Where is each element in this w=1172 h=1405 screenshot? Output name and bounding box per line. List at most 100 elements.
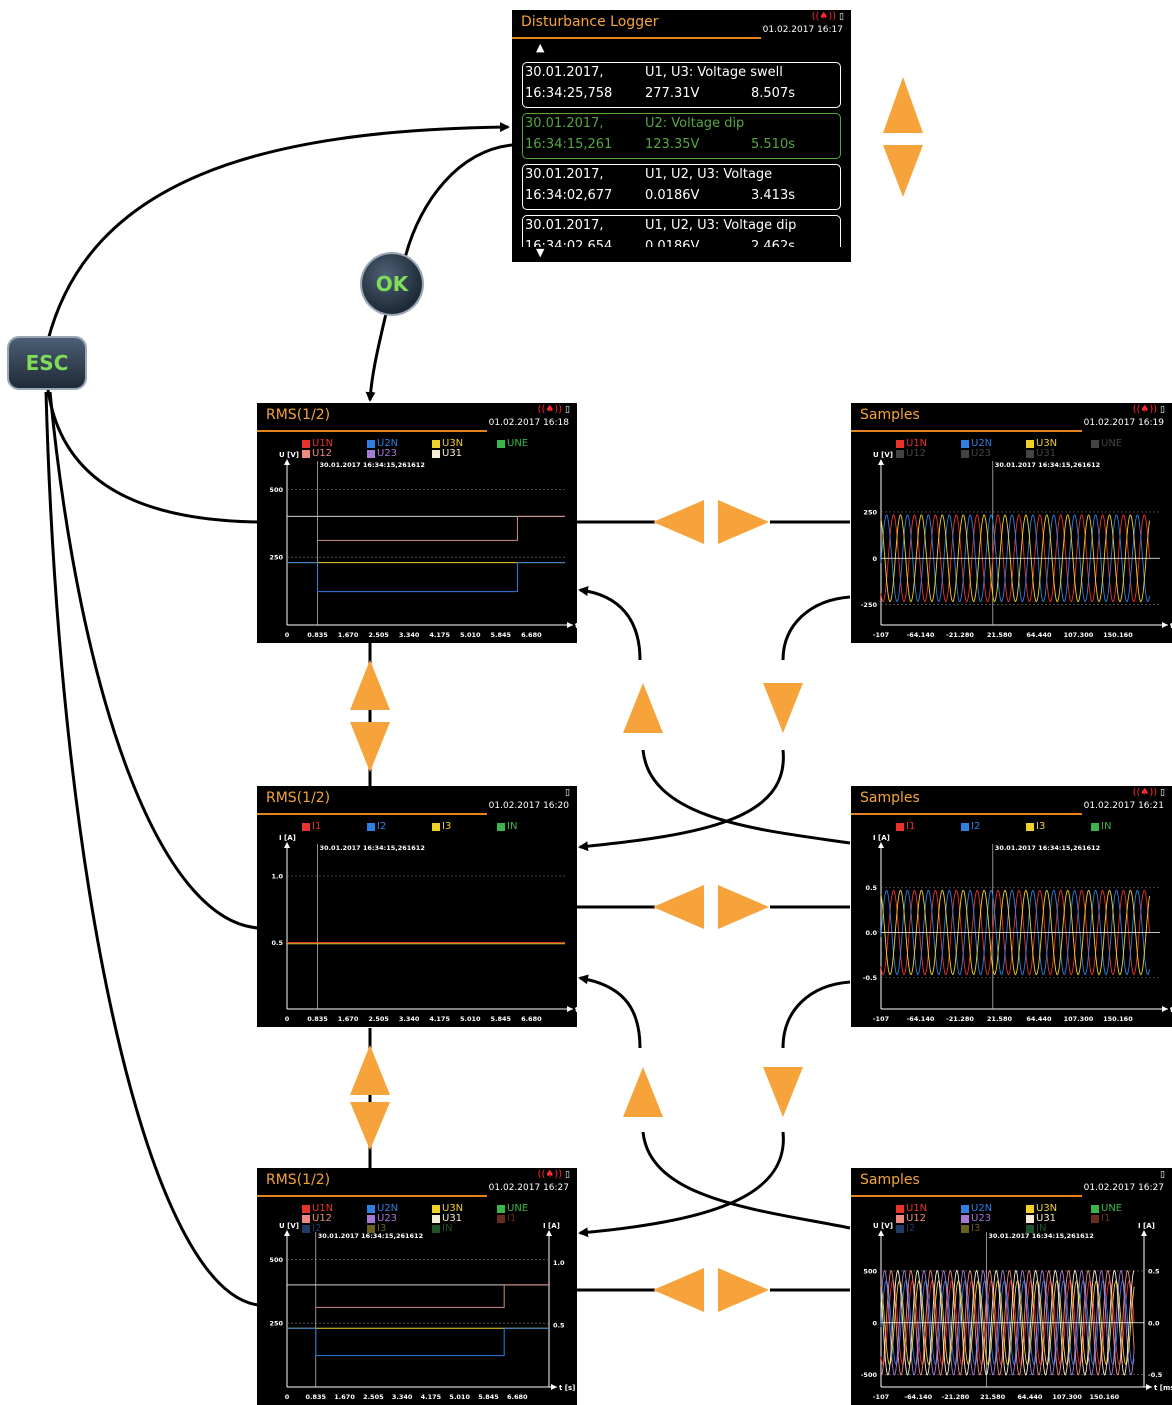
x-tick-label: 0.835 (306, 1393, 327, 1401)
legend-label: U23 (971, 448, 992, 459)
alarm-bell-icon: ((♠)) (537, 1169, 563, 1180)
event-duration: 5.510s (751, 137, 795, 152)
legend-item: U23 (961, 1214, 991, 1224)
up-arrow-key-icon (623, 683, 663, 733)
x-tick-label: 64.440 (1026, 1015, 1052, 1023)
y-axis-arrow (878, 1230, 884, 1236)
x-tick-label: 6.680 (507, 1393, 528, 1401)
legend-label: I3 (442, 821, 452, 832)
status-icons: ((♠)) ▯ (1132, 404, 1165, 416)
legend-item: I1 (896, 821, 916, 832)
right-arrow-key-icon (718, 500, 769, 544)
x-axis-arrow (567, 1006, 573, 1012)
screen-title: Disturbance Logger (521, 14, 659, 30)
y2-axis-label: I [A] (543, 1222, 560, 1230)
left-arrow-key-icon (653, 1268, 704, 1312)
esc-key-button[interactable]: ESC (9, 338, 85, 388)
y2-tick-label: 0.0 (1148, 1319, 1160, 1327)
status-icons: ((♠)) ▯ (537, 404, 570, 416)
title-underline (851, 813, 1082, 815)
x-tick-label: 107.300 (1052, 1393, 1082, 1401)
x-tick-label: 3.340 (399, 631, 420, 639)
legend-label: U3N (442, 438, 464, 449)
legend-label: U12 (906, 448, 927, 459)
event-value: 123.35V (645, 137, 700, 152)
x-tick-label: 150.160 (1103, 631, 1133, 639)
series-line-u2n (287, 562, 565, 593)
date-time: 01.02.2017 16:18 (488, 418, 569, 428)
title-underline (257, 813, 487, 815)
legend-label: U1N (906, 438, 928, 449)
y-tick-label: 0 (872, 555, 877, 563)
date-time: 01.02.2017 16:21 (1083, 801, 1164, 811)
legend-label: UNE (507, 438, 529, 449)
legend-item: I3 (961, 1224, 980, 1234)
event-duration: 2.462s (751, 239, 795, 254)
legend-label: U31 (442, 448, 463, 459)
date-time: 01.02.2017 16:17 (762, 25, 843, 35)
y-tick-label: 0.5 (865, 884, 877, 892)
legend-label: UNE (507, 1203, 529, 1214)
legend-item: IN (497, 822, 517, 832)
x-tick-label: 5.010 (449, 1393, 470, 1401)
legend-label: I3 (1036, 821, 1046, 832)
down-arrow-key-icon (763, 1067, 803, 1117)
series-line-u23 (880, 1269, 1135, 1376)
down-arrow-key-icon (763, 683, 803, 733)
x-axis-label: t [ms] (1170, 622, 1172, 630)
y-axis-label: U [V] (873, 1222, 893, 1230)
legend-label: U3N (1036, 438, 1058, 449)
x-axis-arrow (551, 1384, 557, 1390)
x-tick-label: -64.140 (907, 631, 935, 639)
ok-key-button[interactable]: OK (362, 254, 422, 314)
y-tick-label: -250 (861, 601, 878, 609)
legend-item: U2N (367, 439, 398, 449)
screen-title: RMS(1/2) (266, 790, 331, 806)
legend-item: U3N (1026, 438, 1058, 449)
x-tick-label: 0 (285, 631, 290, 639)
event-time: 16:34:02,654 (525, 239, 613, 254)
series-line-i3 (880, 889, 1151, 976)
alarm-bell-icon: ((♠)) (1132, 404, 1158, 415)
legend-item: I2 (367, 822, 386, 832)
cursor-label: 30.01.2017 16:34:15,261612 (320, 844, 425, 852)
scroll-up-icon[interactable]: ▲ (536, 41, 545, 54)
x-tick-label: 4.175 (421, 1393, 442, 1401)
status-icons: ((♠)) ▯ (1132, 787, 1165, 799)
x-tick-label: 107.300 (1064, 1015, 1094, 1023)
legend-item: UNE (497, 438, 529, 449)
alarm-bell-icon: ((♠)) (1132, 787, 1158, 798)
alarm-bell-icon: ((♠)) (537, 404, 563, 415)
x-axis-arrow (1162, 1006, 1168, 1012)
legend-label: I1 (906, 821, 916, 832)
legend-label: I1 (1101, 1213, 1111, 1224)
title-underline (851, 1195, 1082, 1197)
y2-tick-label: 1.0 (553, 1259, 565, 1267)
y-tick-label: 0.5 (271, 939, 283, 947)
y-tick-label: 250 (863, 508, 877, 516)
x-tick-label: -21.280 (942, 1393, 970, 1401)
screen-title: Samples (860, 1172, 920, 1188)
status-icons: ((♠)) ▯ (537, 1169, 570, 1181)
cursor-label: 30.01.2017 16:34:15,261612 (995, 461, 1100, 469)
logger-to-ok-line (403, 143, 513, 259)
screen-title: Samples (860, 407, 920, 423)
alarm-bell-icon: ((♠)) (811, 11, 837, 22)
samples-to-rms-arrow-2 (578, 974, 642, 1049)
legend-label: U23 (377, 448, 398, 459)
legend-item: I1 (302, 821, 322, 832)
legend-item: U23 (961, 448, 992, 459)
esc-to-rms-combined-line (44, 391, 259, 1307)
scroll-down-icon[interactable]: ▼ (536, 246, 545, 259)
event-duration: 3.413s (751, 188, 795, 203)
y2-tick-label: 0.5 (553, 1321, 565, 1329)
series-line-u31 (880, 1269, 1135, 1376)
title-underline (512, 37, 761, 39)
legend-label: I1 (312, 821, 322, 832)
x-tick-label: 5.845 (491, 631, 512, 639)
